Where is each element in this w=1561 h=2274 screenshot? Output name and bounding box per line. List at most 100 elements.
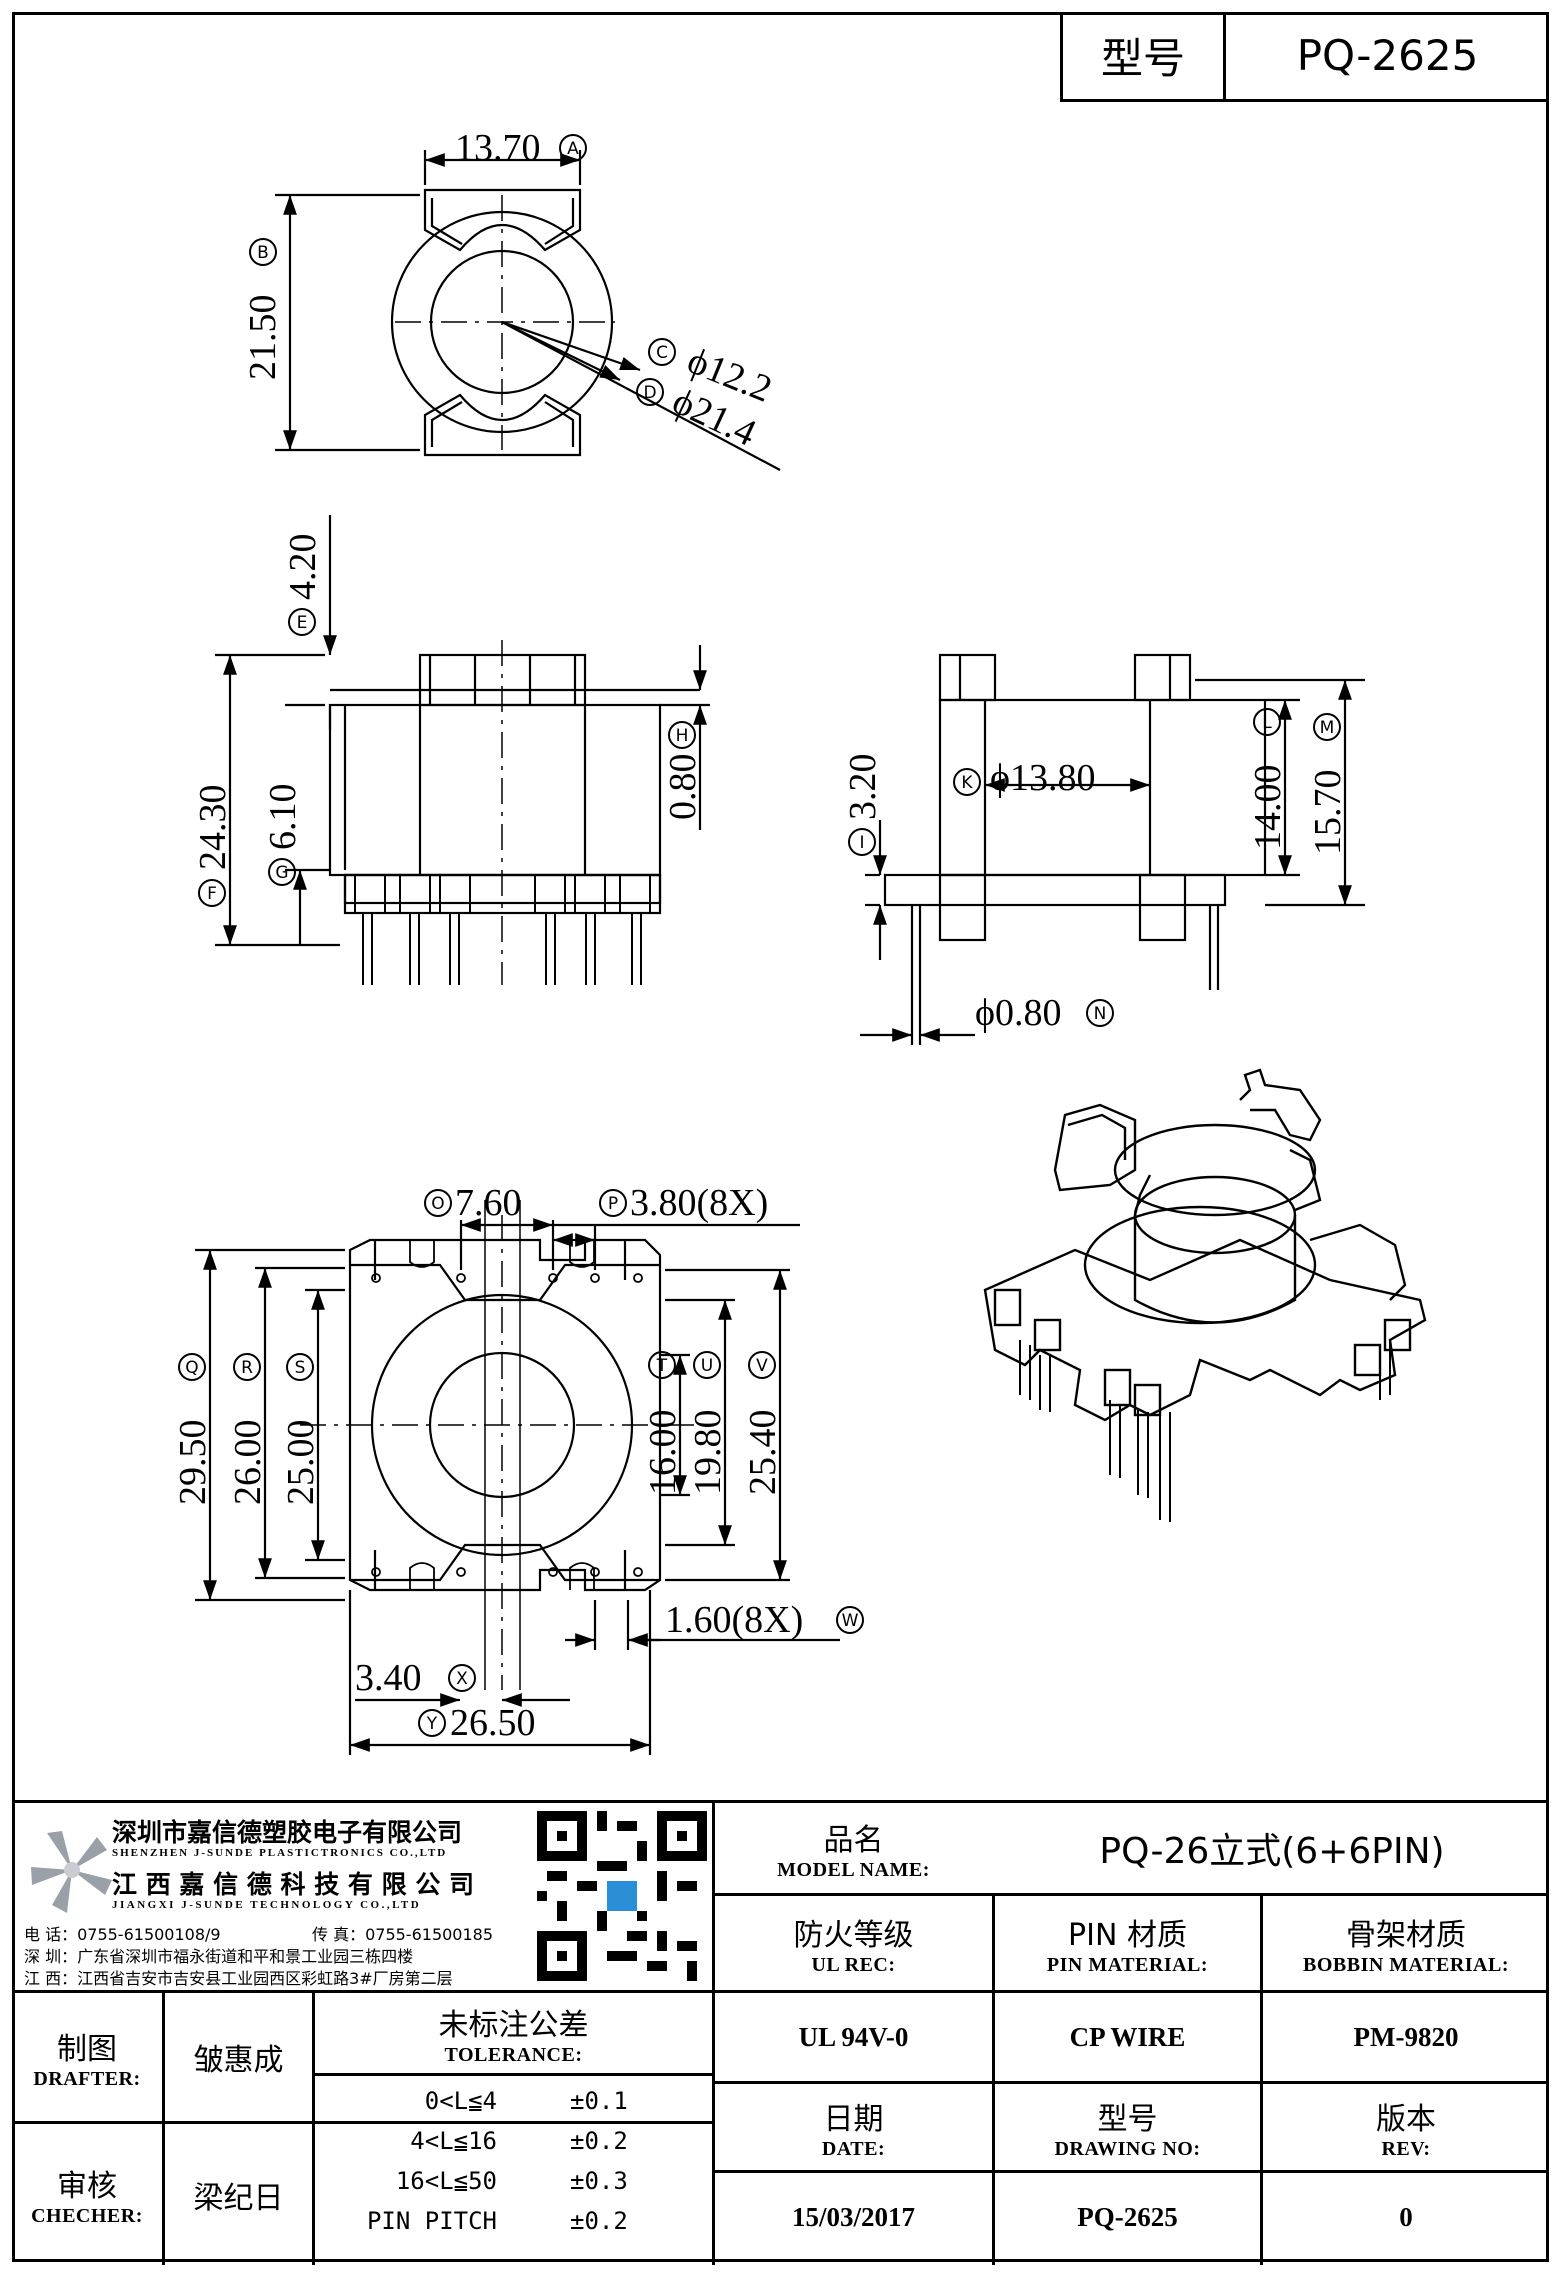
ul-label-cn: 防火等级 — [793, 1917, 914, 1953]
svg-text:A: A — [567, 139, 579, 159]
tolerance-range: 4<L≦16 — [410, 2127, 497, 2155]
header-box: 型号 PQ-2625 — [1060, 12, 1549, 102]
svg-text:U: U — [701, 1356, 713, 1376]
drawing-no-label-cn: 型号 — [1097, 2101, 1158, 2137]
company-address-jx: 江 西：江西省吉安市吉安县工业园西区彩虹路3#厂房第二层 — [24, 1969, 453, 1988]
svg-text:P: P — [608, 1194, 618, 1214]
tolerance-range: 16<L≦50 — [395, 2167, 497, 2195]
tag-k: K — [953, 768, 981, 796]
svg-text:L: L — [1262, 713, 1272, 733]
rev-label-en: REV: — [1381, 2137, 1431, 2160]
checker-label-en: CHECHER: — [31, 2205, 143, 2227]
tag-l: L — [1253, 708, 1281, 736]
tolerance-label-en: TOLERANCE: — [444, 2043, 583, 2066]
date-label-en: DATE: — [821, 2137, 886, 2160]
header-model-value: PQ-2625 — [1296, 31, 1479, 80]
pin-material-label: PIN 材质 PIN MATERIAL: — [995, 1896, 1260, 1990]
tolerance-value: ±0.1 — [570, 2087, 628, 2115]
company-name-cn-1: 深圳市嘉信德塑胶电子有限公司 — [112, 1818, 463, 1847]
company-name-cn-2: 江 西 嘉 信 德 科 技 有 限 公 司 — [112, 1870, 475, 1899]
drafter-label-cn: 制图 — [57, 2031, 117, 2067]
bobbin-material-label-cn: 骨架材质 — [1346, 1917, 1466, 1953]
dim-a: 13.70 — [455, 127, 541, 169]
model-name-label: 品名 MODEL NAME: — [715, 1803, 992, 1893]
dim-y: 26.50 — [450, 1702, 536, 1744]
model-name-value: PQ-26立式(6+6PIN) — [1099, 1831, 1445, 1872]
drawing-no-value: PQ-2625 — [1077, 2202, 1178, 2232]
svg-text:S: S — [295, 1358, 306, 1378]
dim-l: 14.00 — [1247, 765, 1289, 851]
drawing-no-label-en: DRAWING NO: — [1054, 2137, 1201, 2160]
svg-text:M: M — [1320, 718, 1335, 738]
tag-o: O — [424, 1189, 452, 1217]
tolerance-row: 4<L≦16 ±0.2 — [315, 2121, 712, 2161]
tag-r: R — [233, 1353, 261, 1381]
dim-q: 29.50 — [172, 1420, 214, 1506]
dim-m: 15.70 — [1307, 770, 1349, 856]
pin-material-label-cn: PIN 材质 — [1068, 1917, 1187, 1953]
tag-p: P — [599, 1189, 627, 1217]
drawing-frame — [12, 12, 1549, 2262]
ul-value: UL 94V-0 — [798, 2021, 909, 2052]
checker-value: 梁纪日 — [193, 2180, 284, 2216]
tag-e: E — [288, 608, 316, 636]
bottom-view — [195, 1200, 840, 1755]
top-view — [275, 150, 781, 471]
tag-d: D — [636, 378, 664, 406]
tag-c: C — [648, 338, 676, 366]
company-logo-icon — [31, 1831, 112, 1913]
tag-q: Q — [178, 1353, 206, 1381]
drafter-label-en: DRAFTER: — [33, 2067, 141, 2090]
svg-text:O: O — [431, 1194, 444, 1214]
company-name-en-2: JIANGXI J-SUNDE TECHNOLOGY CO.,LTD — [112, 1899, 422, 1911]
svg-text:W: W — [842, 1611, 859, 1631]
svg-text:F: F — [207, 884, 217, 904]
tag-t: T — [648, 1351, 676, 1379]
svg-text:I: I — [859, 833, 864, 853]
dim-f: 24.30 — [192, 785, 234, 871]
dim-i: 3.20 — [842, 754, 884, 821]
tolerance-range: PIN PITCH — [366, 2207, 497, 2235]
dim-x: 3.40 — [355, 1657, 422, 1699]
bobbin-material-label-en: BOBBIN MATERIAL: — [1303, 1953, 1509, 1976]
dim-g: 6.10 — [262, 784, 304, 851]
dim-v: 25.40 — [742, 1410, 784, 1496]
tolerance-row: 0<L≦4 ±0.1 — [315, 2081, 712, 2121]
header-model-label: 型号 — [1100, 34, 1185, 83]
dim-k: ϕ13.80 — [990, 757, 1096, 799]
bobbin-material-label: 骨架材质 BOBBIN MATERIAL: — [1263, 1896, 1549, 1990]
tolerance-table: 0<L≦4 ±0.1 4<L≦16 ±0.2 16<L≦50 ±0.3 PIN … — [315, 2081, 712, 2265]
side-view-right — [860, 653, 1365, 1045]
tag-s: S — [286, 1353, 314, 1381]
dim-t: 16.00 — [642, 1410, 684, 1496]
svg-text:Q: Q — [185, 1358, 198, 1378]
checker-label-cn: 审核 — [57, 2169, 117, 2204]
tolerance-row: PIN PITCH ±0.2 — [315, 2201, 712, 2241]
svg-text:G: G — [275, 863, 288, 883]
ul-label: 防火等级 UL REC: — [715, 1896, 992, 1990]
company-area: 深圳市嘉信德塑胶电子有限公司 SHENZHEN J-SUNDE PLASTICT… — [12, 1803, 712, 1990]
rev-label: 版本 REV: — [1263, 2084, 1549, 2170]
dim-e: 4.20 — [282, 534, 324, 601]
company-name-en-1: SHENZHEN J-SUNDE PLASTICTRONICS CO.,LTD — [112, 1847, 448, 1859]
svg-text:T: T — [656, 1356, 668, 1376]
tag-b: B — [249, 238, 277, 266]
tag-w: W — [836, 1606, 864, 1634]
date-label-cn: 日期 — [823, 2101, 884, 2137]
isometric-view — [983, 1068, 1427, 1522]
date-label: 日期 DATE: — [715, 2084, 992, 2170]
ul-label-en: UL REC: — [811, 1953, 896, 1976]
dim-w: 1.60(8X) — [665, 1599, 803, 1641]
svg-text:B: B — [257, 243, 269, 263]
svg-text:N: N — [1094, 1004, 1107, 1024]
rev-label-cn: 版本 — [1376, 2101, 1436, 2137]
dim-s: 25.00 — [280, 1420, 322, 1506]
svg-text:H: H — [676, 726, 689, 746]
tag-v: V — [748, 1351, 776, 1379]
tolerance-label: 未标注公差 TOLERANCE: — [315, 1993, 712, 2073]
company-phone: 电 话：0755-61500108/9 — [24, 1925, 221, 1944]
rev-value: 0 — [1399, 2202, 1413, 2232]
dim-n: ϕ0.80 — [975, 992, 1062, 1034]
dim-o: 7.60 — [455, 1182, 522, 1224]
tolerance-value: ±0.3 — [570, 2167, 628, 2195]
